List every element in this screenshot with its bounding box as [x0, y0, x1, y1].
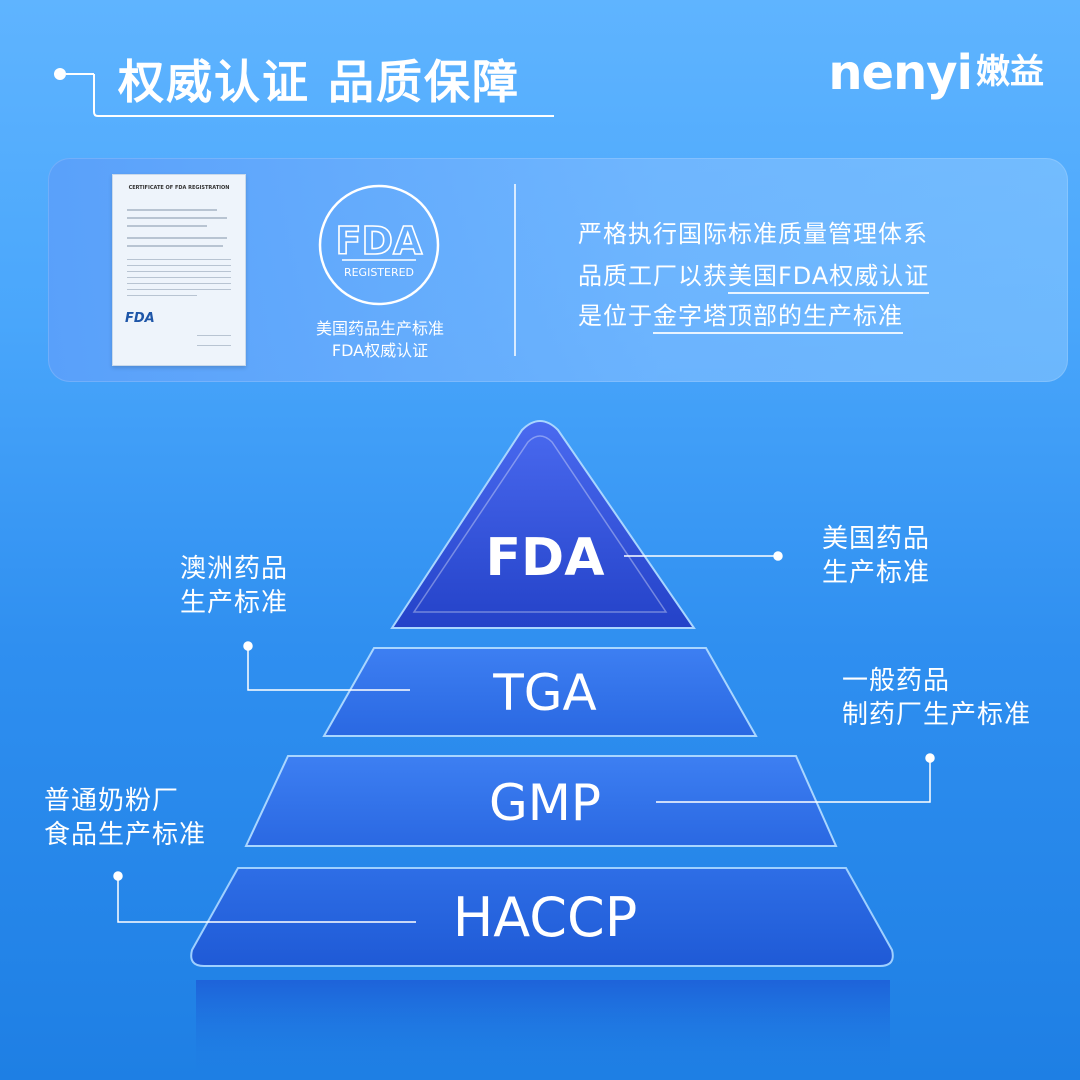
- panel-divider: [514, 184, 516, 356]
- note-gmp-line1: 一般药品: [842, 666, 951, 696]
- note-tga-line1: 澳洲药品: [180, 554, 289, 584]
- badge-subtitle: REGISTERED: [344, 266, 414, 279]
- note-haccp-line2: 食品生产标准: [44, 820, 207, 850]
- pyramid-tier-fda: [390, 420, 696, 629]
- connector-gmp: [656, 758, 931, 803]
- fda-caption-line2: FDA权威认证: [331, 341, 429, 360]
- fda-caption-line1: 美国药品生产标准: [315, 319, 444, 338]
- description-line2-highlight: 美国FDA权威认证: [728, 262, 930, 294]
- description-line2-prefix: 品质工厂以获: [578, 262, 728, 290]
- certificate-fda-logo: FDA: [125, 311, 155, 326]
- note-fda-line2: 生产标准: [822, 558, 931, 588]
- fda-registered-badge-icon: FDA REGISTERED: [318, 184, 440, 306]
- pyramid-label-tga: TGA: [493, 664, 597, 722]
- brand-name-en: nenyi: [828, 45, 973, 101]
- badge-logo-text: FDA: [336, 219, 424, 263]
- connector-tga: [247, 646, 410, 691]
- pyramid-tier-gmp: [244, 755, 838, 847]
- pyramid-label-gmp: GMP: [488, 774, 602, 832]
- pyramid-label-haccp: HACCP: [452, 886, 638, 949]
- note-tga-line2: 生产标准: [180, 588, 289, 618]
- note-haccp: 普通奶粉厂 食品生产标准: [44, 784, 206, 852]
- pyramid-label-fda: FDA: [485, 528, 605, 588]
- pyramid-tier-haccp: [190, 867, 894, 967]
- note-gmp: 一般药品 制药厂生产标准: [842, 664, 1031, 732]
- certificate-heading: CERTIFICATE OF FDA REGISTRATION: [128, 185, 230, 191]
- fda-certificate-image: CERTIFICATE OF FDA REGISTRATION FDA: [112, 174, 246, 366]
- note-fda: 美国药品 生产标准: [822, 522, 930, 590]
- note-fda-line1: 美国药品: [822, 524, 931, 554]
- certification-pyramid: [113, 420, 935, 1080]
- description-line2: 品质工厂以获美国FDA权威认证: [578, 256, 930, 294]
- description-line3-prefix: 是位于: [578, 302, 653, 330]
- note-gmp-line2: 制药厂生产标准: [842, 700, 1032, 730]
- pyramid-tier-tga: [322, 647, 758, 737]
- fda-badge-caption: 美国药品生产标准 FDA权威认证: [296, 318, 464, 362]
- note-haccp-line1: 普通奶粉厂: [44, 786, 180, 816]
- connector-haccp: [117, 876, 416, 923]
- description-line1: 严格执行国际标准质量管理体系: [578, 220, 928, 248]
- description-line3-highlight: 金字塔顶部的生产标准: [653, 302, 903, 334]
- note-tga: 澳洲药品 生产标准: [180, 552, 288, 620]
- brand-name-cn: 嫩益: [976, 52, 1044, 92]
- description-line3: 是位于金字塔顶部的生产标准: [578, 296, 903, 334]
- header-bracket-decoration: [54, 68, 554, 117]
- page-title: 权威认证 品质保障: [118, 55, 521, 109]
- pyramid-reflection: [196, 980, 890, 1080]
